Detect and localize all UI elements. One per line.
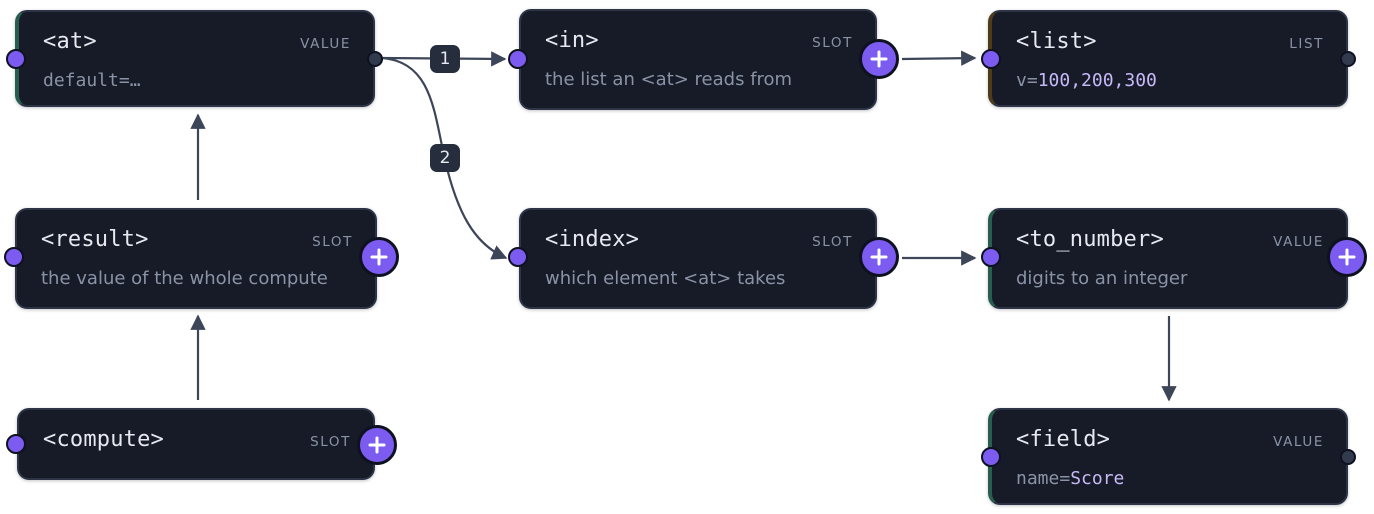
node-param: name=Score — [1016, 468, 1124, 489]
param-value: … — [129, 70, 141, 91]
param-key: default= — [43, 70, 130, 91]
input-port[interactable] — [508, 247, 528, 267]
param-value: Score — [1070, 468, 1125, 489]
node-index[interactable]: <index> SLOT which element <at> takes — [508, 208, 899, 309]
node-param: v=100,200,300 — [1016, 70, 1157, 91]
edge-in-to-list[interactable] — [901, 50, 977, 66]
node-title: <field> — [1016, 427, 1111, 452]
node-title: <at> — [43, 29, 97, 54]
node-list[interactable]: <list> LIST v=100,200,300 — [981, 10, 1356, 107]
plus-icon — [870, 248, 888, 266]
node-title: <result> — [41, 227, 149, 252]
node-kind-badge: SLOT — [812, 35, 853, 51]
add-child-button[interactable] — [859, 237, 899, 277]
add-child-button[interactable] — [859, 39, 899, 79]
node-kind-badge: VALUE — [1273, 434, 1324, 450]
node-title: <compute> — [43, 427, 165, 452]
node-kind-badge: SLOT — [312, 234, 353, 250]
plus-icon — [870, 50, 888, 68]
node-title: <index> — [545, 227, 640, 252]
node-kind-badge: VALUE — [300, 36, 351, 52]
input-port[interactable] — [981, 247, 1001, 267]
plus-icon — [368, 436, 386, 454]
node-title: <list> — [1016, 29, 1097, 54]
node-in[interactable]: <in> SLOT the list an <at> reads from — [508, 9, 899, 110]
node-result[interactable]: <result> SLOT the value of the whole com… — [4, 208, 399, 309]
node-title: <to_number> — [1016, 227, 1164, 252]
node-param: default=… — [43, 70, 141, 91]
add-child-button[interactable] — [357, 425, 397, 465]
node-title: <in> — [545, 28, 599, 53]
add-child-button[interactable] — [1327, 237, 1367, 277]
plus-icon — [1338, 248, 1356, 266]
input-port[interactable] — [4, 247, 24, 267]
node-description: the value of the whole compute — [41, 268, 328, 289]
param-value: 100,200,300 — [1037, 70, 1157, 91]
edge-label-1: 1 — [430, 45, 460, 73]
node-kind-badge: LIST — [1289, 36, 1324, 52]
node-to-number[interactable]: <to_number> VALUE digits to an integer — [981, 208, 1367, 309]
output-port[interactable] — [1340, 449, 1356, 465]
node-description: digits to an integer — [1016, 268, 1188, 289]
input-port[interactable] — [6, 49, 26, 69]
param-key: name= — [1016, 468, 1071, 489]
node-description: the list an <at> reads from — [545, 69, 793, 90]
node-kind-badge: SLOT — [812, 234, 853, 250]
node-kind-badge: VALUE — [1273, 234, 1324, 250]
input-port[interactable] — [6, 434, 26, 454]
node-description: which element <at> takes — [545, 268, 786, 289]
node-field[interactable]: <field> VALUE name=Score — [981, 408, 1356, 505]
output-port[interactable] — [1340, 51, 1356, 67]
plus-icon — [370, 248, 388, 266]
node-kind-badge: SLOT — [310, 434, 351, 450]
param-key: v= — [1016, 70, 1038, 91]
node-compute[interactable]: <compute> SLOT — [6, 408, 397, 480]
add-child-button[interactable] — [359, 237, 399, 277]
output-port[interactable] — [367, 51, 383, 67]
input-port[interactable] — [981, 49, 1001, 69]
input-port[interactable] — [508, 49, 528, 69]
edge-label-2: 2 — [430, 144, 460, 172]
node-at[interactable]: <at> VALUE default=… — [6, 10, 383, 107]
input-port[interactable] — [981, 447, 1001, 467]
